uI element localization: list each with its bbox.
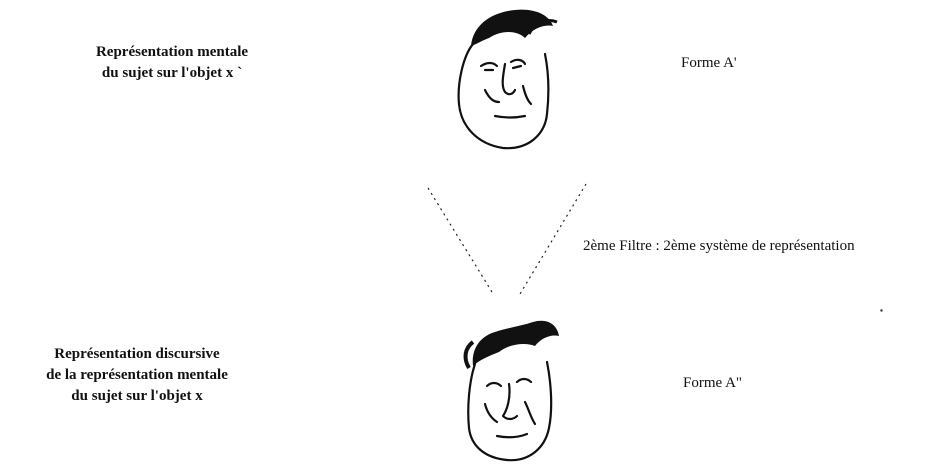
discursive-representation-line-2: de la représentation mentale xyxy=(46,367,228,383)
face-sketch-top xyxy=(457,9,558,150)
discursive-representation-line-1: Représentation discursive xyxy=(54,346,220,362)
face-sketch-bottom xyxy=(463,320,559,462)
second-filter-label: 2ème Filtre : 2ème système de représenta… xyxy=(583,238,855,254)
form-a-prime-label: Forme A' xyxy=(681,55,737,71)
filter-funnel xyxy=(427,183,587,295)
stray-mark xyxy=(880,309,883,312)
form-a-double-prime-label: Forme A" xyxy=(683,375,743,391)
funnel-left-line xyxy=(427,187,493,293)
mental-representation-line-2: du sujet sur l'objet x ` xyxy=(101,65,243,81)
mental-representation-label: Représentation mentale du sujet sur l'ob… xyxy=(52,42,292,84)
discursive-representation-label: Représentation discursive de la représen… xyxy=(6,344,268,407)
mental-representation-line-1: Représentation mentale xyxy=(95,44,249,60)
discursive-representation-line-3: du sujet sur l'objet x xyxy=(71,388,203,404)
funnel-right-line xyxy=(519,183,587,295)
